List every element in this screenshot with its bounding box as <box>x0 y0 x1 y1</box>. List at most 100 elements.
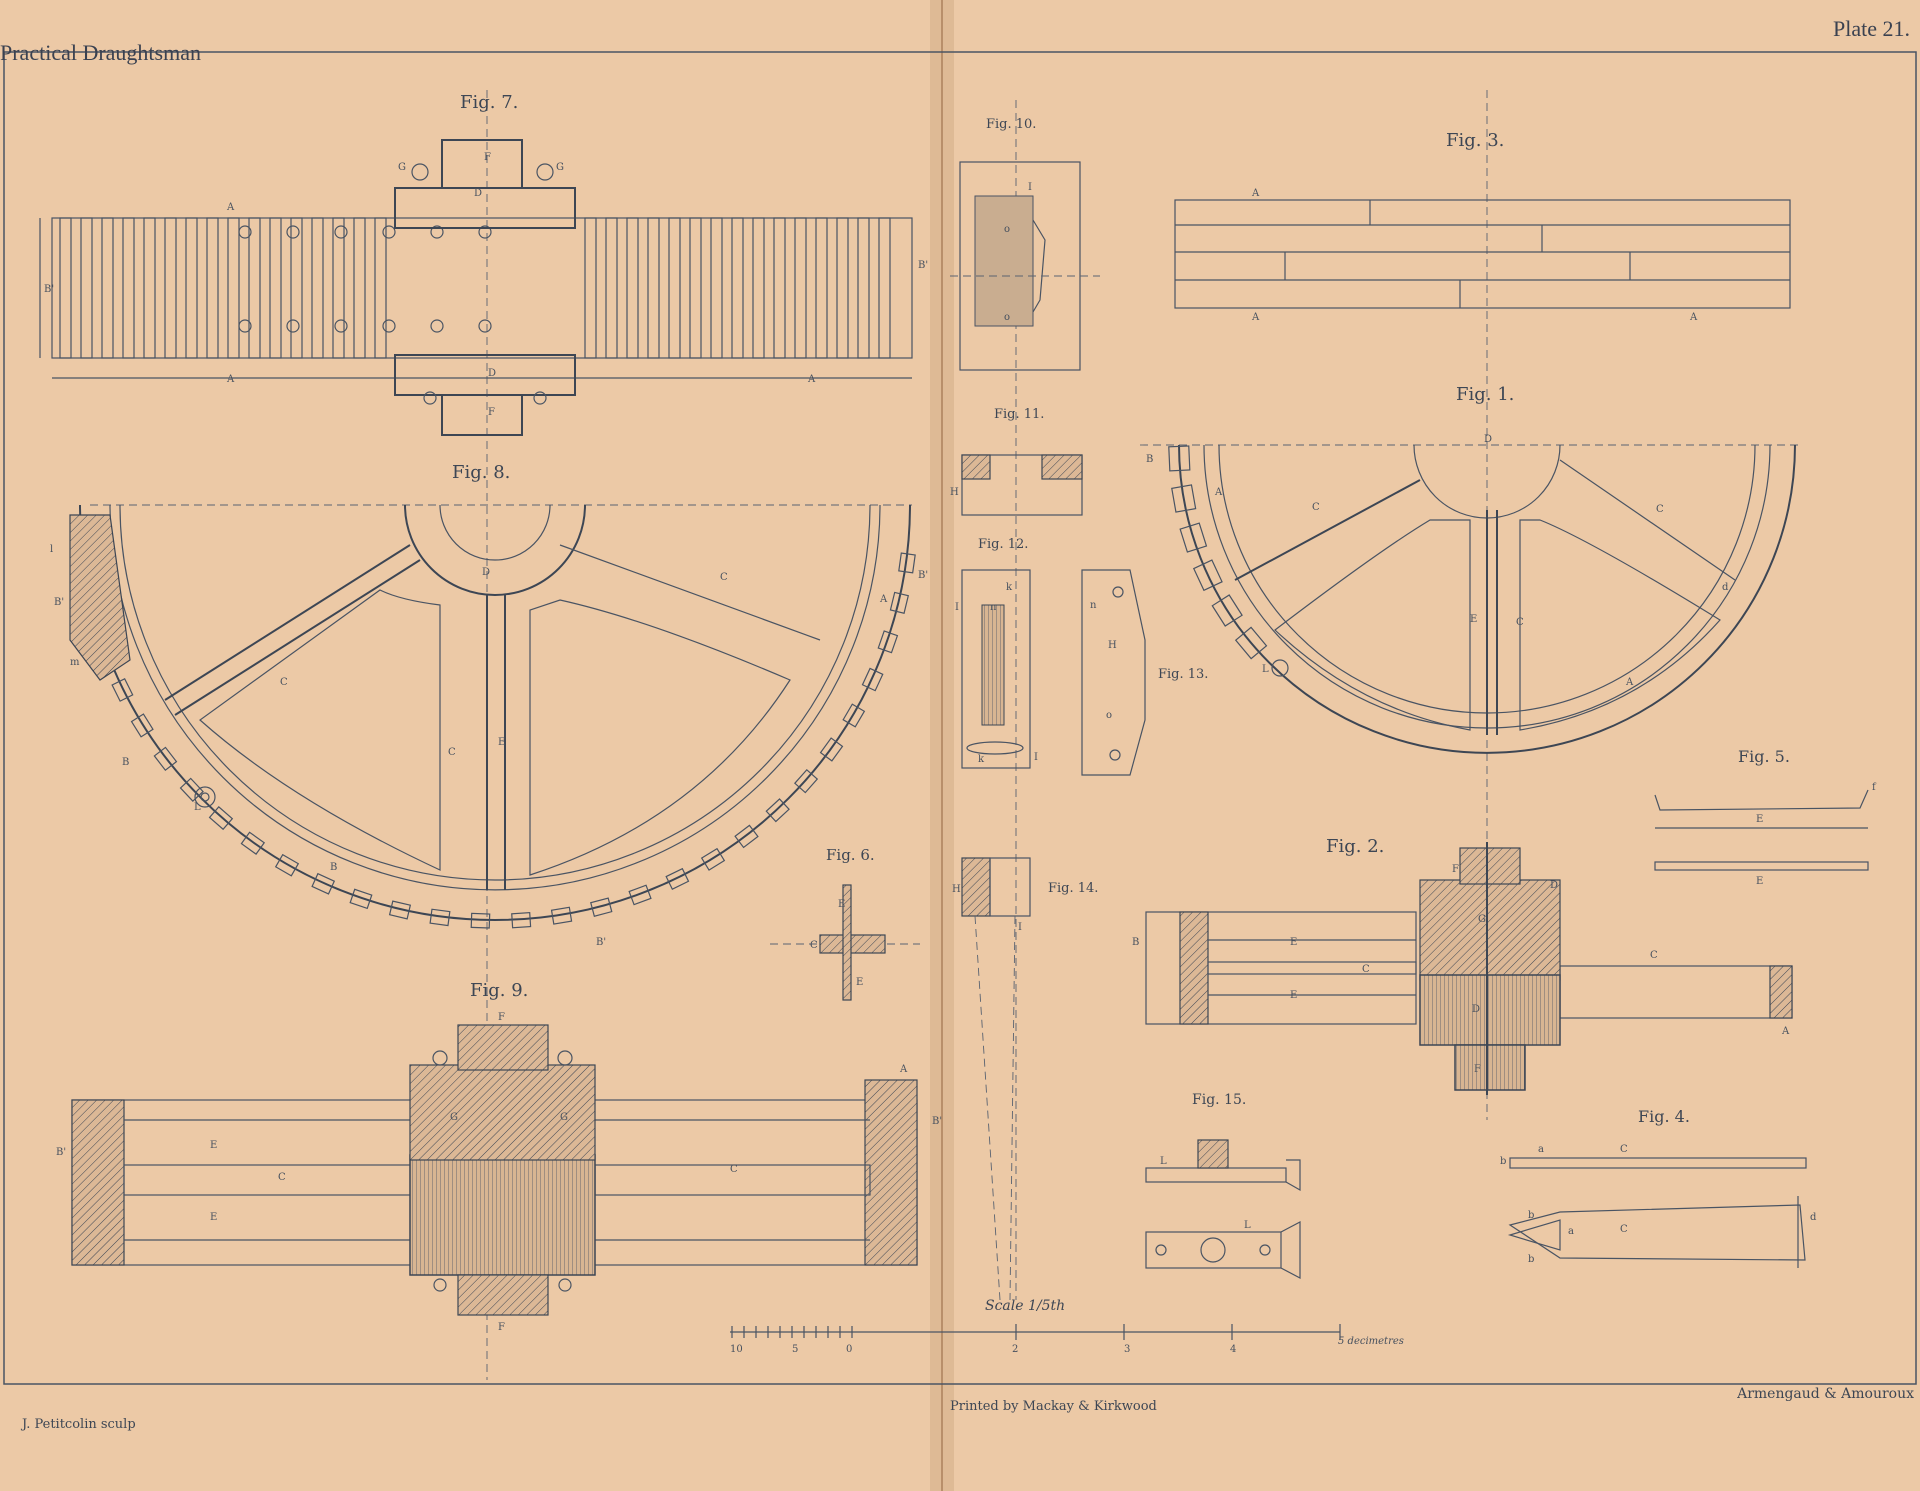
svg-text:b: b <box>1528 1254 1534 1265</box>
svg-text:I: I <box>1028 182 1032 193</box>
figure-3-rim-segment: Fig. 3. A A A <box>1174 130 1791 323</box>
figure-7-rim-plan: Fig. 7. A A A B' B' G G F D D F <box>39 92 928 436</box>
figure-8-title: Fig. 8. <box>452 462 510 483</box>
svg-text:E: E <box>210 1140 217 1151</box>
svg-text:L: L <box>1160 1156 1167 1167</box>
svg-text:G: G <box>560 1112 568 1123</box>
svg-text:C: C <box>448 747 456 758</box>
svg-text:A: A <box>899 1064 908 1075</box>
svg-text:4: 4 <box>1230 1344 1236 1355</box>
svg-text:k: k <box>978 754 985 765</box>
figure-11-block: Fig. 11. H <box>950 407 1083 516</box>
svg-text:B': B' <box>44 284 54 295</box>
figure-15-title: Fig. 15. <box>1192 1092 1246 1108</box>
figure-13-title: Fig. 13. <box>1158 667 1208 682</box>
svg-text:3: 3 <box>1124 1344 1130 1355</box>
svg-text:C: C <box>1362 964 1370 975</box>
svg-text:F: F <box>1452 864 1459 875</box>
svg-text:B': B' <box>918 260 928 271</box>
figure-8-half-wheel: Fig. 8. B B B' B' B' A C C C E D L l m <box>50 462 928 948</box>
scale-label: Scale 1/5th <box>985 1298 1065 1314</box>
svg-text:f: f <box>1872 782 1877 793</box>
svg-text:A: A <box>1781 1026 1790 1037</box>
svg-text:L: L <box>1262 664 1269 675</box>
svg-text:b: b <box>1500 1156 1506 1167</box>
figure-6-title: Fig. 6. <box>826 846 875 864</box>
figure-9-elevation: Fig. 9. E E C C B' B' A F F G G <box>56 980 942 1333</box>
svg-text:k: k <box>1006 582 1013 593</box>
svg-text:B': B' <box>932 1116 942 1127</box>
figure-14-title: Fig. 14. <box>1048 881 1098 896</box>
svg-text:F: F <box>498 1012 505 1023</box>
svg-text:E: E <box>1756 876 1763 887</box>
svg-text:C: C <box>730 1164 738 1175</box>
svg-text:d: d <box>1722 582 1729 593</box>
svg-text:D: D <box>1472 1004 1480 1015</box>
figure-4-title: Fig. 4. <box>1638 1107 1690 1126</box>
svg-text:C: C <box>1656 504 1664 515</box>
svg-text:5 decimetres: 5 decimetres <box>1338 1336 1404 1347</box>
svg-text:D: D <box>482 567 490 578</box>
svg-text:a: a <box>1568 1226 1574 1237</box>
footer-publisher: Armengaud & Amouroux <box>1736 1386 1914 1402</box>
svg-text:F: F <box>498 1322 505 1333</box>
figure-5-arm: Fig. 5. E E f <box>1654 747 1877 887</box>
svg-text:n: n <box>990 602 997 613</box>
svg-text:I: I <box>1018 922 1022 933</box>
svg-text:B': B' <box>596 937 606 948</box>
svg-text:D: D <box>474 188 482 199</box>
svg-text:o: o <box>1004 312 1010 323</box>
svg-text:A: A <box>1214 487 1223 498</box>
svg-text:F: F <box>484 152 491 163</box>
svg-text:C: C <box>720 572 728 583</box>
svg-text:H: H <box>952 884 961 895</box>
svg-text:C: C <box>810 940 818 951</box>
svg-text:L: L <box>194 802 201 813</box>
svg-text:A: A <box>226 374 235 385</box>
svg-text:b: b <box>1528 1210 1534 1221</box>
svg-text:2: 2 <box>1012 1344 1018 1355</box>
svg-text:E: E <box>210 1212 217 1223</box>
scale-bar: Scale 1/5th 10 5 0 2 3 4 5 decimetres <box>730 1298 1404 1355</box>
figure-13-block: Fig. 13. H o n <box>1081 569 1208 776</box>
figure-7-title: Fig. 7. <box>460 92 518 113</box>
svg-text:H: H <box>1108 640 1117 651</box>
svg-text:E: E <box>1470 614 1477 625</box>
plate-border <box>3 51 1917 1385</box>
svg-text:E: E <box>838 899 845 910</box>
svg-text:A: A <box>1251 188 1260 199</box>
header-left-title: Practical Draughtsman <box>0 40 201 65</box>
svg-text:d: d <box>1810 1212 1817 1223</box>
svg-text:A: A <box>226 202 235 213</box>
svg-text:A: A <box>1689 312 1698 323</box>
figure-6-cross-section: Fig. 6. E E C <box>770 846 920 1001</box>
svg-text:A: A <box>1251 312 1260 323</box>
figure-3-title: Fig. 3. <box>1446 130 1504 151</box>
figure-10-title: Fig. 10. <box>986 117 1036 132</box>
svg-text:B: B <box>122 757 129 768</box>
svg-text:L: L <box>1244 1220 1251 1231</box>
svg-text:C: C <box>1516 617 1524 628</box>
svg-text:D: D <box>488 368 496 379</box>
svg-text:B: B <box>1146 454 1153 465</box>
svg-text:F: F <box>1474 1064 1481 1075</box>
figure-4-key-detail: Fig. 4. C C b b b a a d <box>1500 1107 1817 1268</box>
svg-text:C: C <box>1620 1224 1628 1235</box>
svg-text:G: G <box>450 1112 458 1123</box>
svg-text:a: a <box>1538 1144 1544 1155</box>
svg-text:m: m <box>70 657 80 668</box>
figure-12-block: Fig. 12. I I k k n <box>955 537 1038 769</box>
svg-text:A: A <box>1625 677 1634 688</box>
header-plate-number: Plate 21. <box>1833 16 1910 41</box>
svg-text:o: o <box>1106 710 1112 721</box>
svg-text:0: 0 <box>846 1344 852 1355</box>
figure-2-section: Fig. 2. B E E C C D D F F A G <box>1132 836 1793 1095</box>
figure-12-title: Fig. 12. <box>978 537 1028 552</box>
svg-text:l: l <box>50 544 53 555</box>
svg-text:C: C <box>280 677 288 688</box>
svg-text:I: I <box>955 602 959 613</box>
figure-14-block: Fig. 14. H I <box>952 857 1098 1301</box>
svg-text:B: B <box>1132 937 1139 948</box>
svg-text:C: C <box>1650 950 1658 961</box>
